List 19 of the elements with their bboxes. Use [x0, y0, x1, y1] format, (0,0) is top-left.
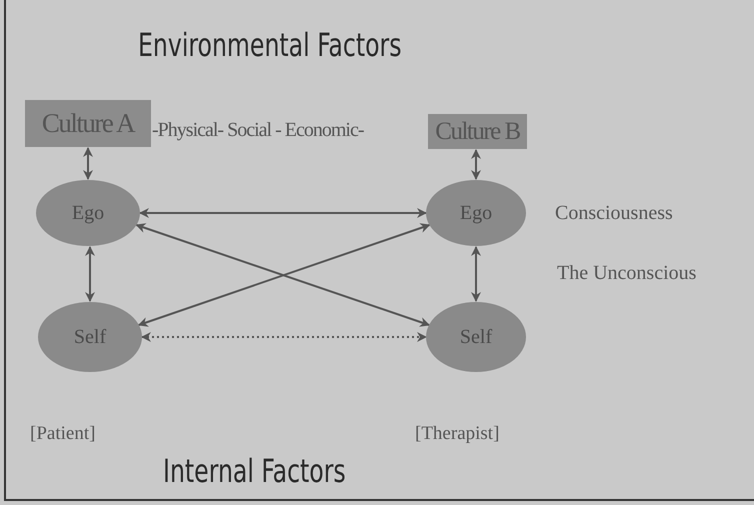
- text-label: [Therapist]: [415, 423, 500, 445]
- culture-box: [25, 100, 151, 147]
- heading: Internal Factors: [163, 452, 346, 490]
- text-label: Consciousness: [555, 202, 673, 225]
- double-arrow: [471, 149, 481, 180]
- culture-box: [428, 114, 527, 149]
- text-label: The Unconscious: [557, 262, 696, 285]
- dotted-double-arrow: [141, 332, 427, 342]
- double-arrow: [85, 246, 95, 302]
- text-label: -Physical- Social - Economic-: [152, 119, 364, 142]
- double-arrow: [83, 147, 93, 180]
- title: Environmental Factors: [138, 26, 402, 64]
- node-label: Ego: [460, 202, 492, 224]
- text-label: [Patient]: [30, 423, 96, 445]
- double-arrow: [471, 246, 481, 302]
- node-label: Self: [74, 326, 106, 348]
- node-label: Self: [460, 326, 492, 348]
- node-label: Ego: [72, 202, 104, 224]
- double-arrow: [139, 208, 427, 218]
